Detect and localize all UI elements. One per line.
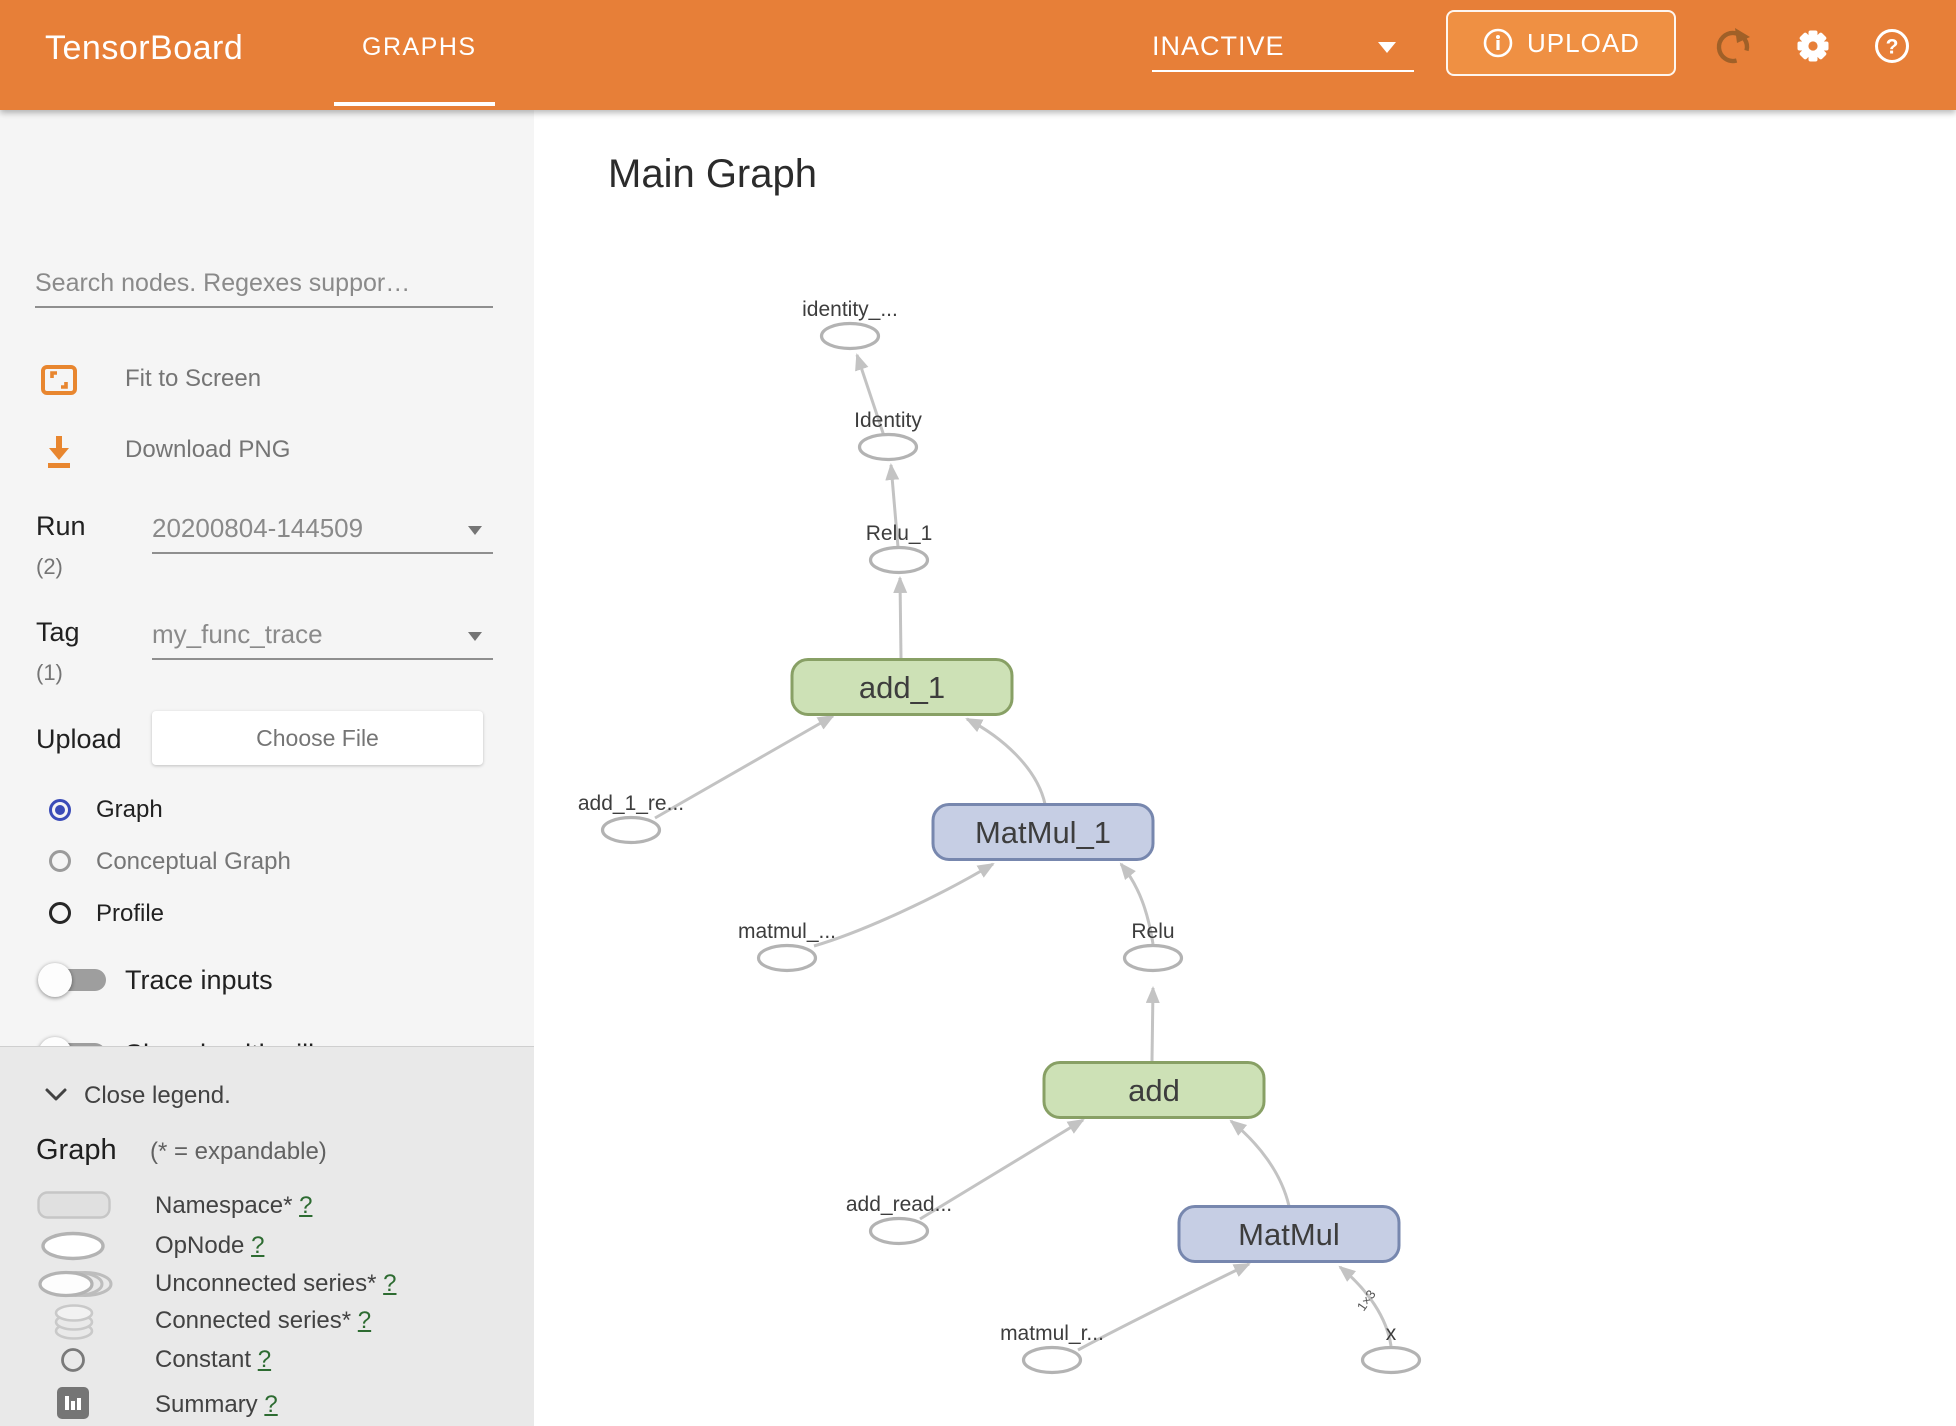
legend-item-label: Namespace* xyxy=(155,1192,293,1219)
node-label: MatMul xyxy=(1238,1217,1340,1252)
app-logo: TensorBoard xyxy=(45,29,244,67)
graph-node-x[interactable]: x xyxy=(1360,1322,1422,1375)
graph-node-identity_out[interactable]: identity_... xyxy=(802,298,898,351)
node-label: matmul_... xyxy=(738,920,836,943)
info-icon xyxy=(1483,28,1513,58)
legend-item-label: OpNode xyxy=(155,1232,245,1259)
chevron-down-icon[interactable] xyxy=(468,526,482,535)
legend-item-label: Connected series* xyxy=(155,1307,352,1334)
tab-graphs[interactable]: GRAPHS xyxy=(362,33,477,61)
page-title: Main Graph xyxy=(608,152,817,196)
legend-item-constant: Constant ? xyxy=(155,1346,271,1374)
upload-label: Upload xyxy=(36,724,122,754)
node-label: add xyxy=(1128,1073,1180,1108)
legend-item-summary: Summary ? xyxy=(155,1391,278,1419)
svg-text:?: ? xyxy=(1886,36,1899,59)
help-link[interactable]: ? xyxy=(264,1391,278,1418)
node-label: add_1_re... xyxy=(578,792,684,815)
node-label: identity_... xyxy=(802,298,898,321)
fit-to-screen-button[interactable]: Fit to Screen xyxy=(125,365,262,392)
run-select-underline xyxy=(152,552,493,554)
node-label: Relu_1 xyxy=(866,522,933,545)
status-dropdown-value: INACTIVE xyxy=(1152,31,1285,61)
legend-item-unconnected-series: Unconnected series* ? xyxy=(155,1270,397,1298)
legend-title: Graph xyxy=(36,1134,117,1166)
graph-node-add_read[interactable]: add_read... xyxy=(846,1193,952,1246)
trace-inputs-label: Trace inputs xyxy=(125,965,273,995)
download-icon[interactable] xyxy=(40,430,78,470)
help-link[interactable]: ? xyxy=(383,1270,397,1297)
graph-node-matmul_in[interactable]: matmul_... xyxy=(738,920,836,973)
chevron-down-icon[interactable] xyxy=(468,632,482,641)
upload-button-label: UPLOAD xyxy=(1527,27,1640,58)
toggle-knob xyxy=(38,963,72,997)
graph-node-Identity[interactable]: Identity xyxy=(854,409,922,462)
help-link[interactable]: ? xyxy=(251,1232,265,1259)
legend-subtitle: (* = expandable) xyxy=(150,1138,327,1165)
graph-node-add_1[interactable]: add_1 xyxy=(790,658,1014,716)
choose-file-button[interactable]: Choose File xyxy=(152,711,483,765)
node-label: x xyxy=(1386,1322,1397,1345)
node-label: Relu xyxy=(1131,920,1174,943)
help-link[interactable]: ? xyxy=(257,1346,272,1373)
app-header: TensorBoard GRAPHS INACTIVE UPLOAD ? xyxy=(0,0,1956,110)
close-legend-button[interactable]: Close legend. xyxy=(84,1082,231,1109)
help-link[interactable]: ? xyxy=(299,1192,313,1219)
radio-graph-label[interactable]: Graph xyxy=(96,796,163,823)
status-dropdown-underline xyxy=(1152,70,1414,72)
radio-graph[interactable] xyxy=(49,799,71,821)
tag-select-underline xyxy=(152,658,493,660)
graph-node-Relu[interactable]: Relu xyxy=(1122,920,1184,973)
download-png-button[interactable]: Download PNG xyxy=(125,436,291,463)
legend-item-namespace: Namespace* ? xyxy=(155,1192,312,1220)
legend-item-opnode: OpNode ? xyxy=(155,1232,264,1260)
tag-count: (1) xyxy=(36,660,63,685)
graph-node-MatMul[interactable]: MatMul xyxy=(1177,1205,1401,1263)
upload-button[interactable]: UPLOAD xyxy=(1446,10,1676,76)
fit-to-screen-icon[interactable] xyxy=(40,361,78,399)
trace-inputs-toggle[interactable] xyxy=(38,962,112,998)
legend-item-label: Unconnected series* xyxy=(155,1270,377,1297)
radio-conceptual-graph-label[interactable]: Conceptual Graph xyxy=(96,848,291,875)
tab-graphs-underline xyxy=(334,102,495,106)
legend-item-label: Constant xyxy=(155,1346,252,1373)
legend-item-label: Summary xyxy=(155,1391,258,1418)
node-label: Identity xyxy=(854,409,922,432)
graph-node-MatMul_1[interactable]: MatMul_1 xyxy=(931,803,1155,861)
tag-label: Tag xyxy=(36,617,80,647)
connected-series-swatch-icon xyxy=(54,1304,94,1340)
node-label: add_read... xyxy=(846,1193,952,1216)
radio-conceptual-graph[interactable] xyxy=(49,850,71,872)
graph-node-matmul_r[interactable]: matmul_r... xyxy=(1000,1322,1104,1375)
graph-node-add_1_re[interactable]: add_1_re... xyxy=(578,792,684,845)
sidebar: Fit to Screen Download PNG Run (2) 20200… xyxy=(0,110,534,1141)
graph-node-add[interactable]: add xyxy=(1042,1061,1266,1119)
run-count: (2) xyxy=(36,554,63,579)
namespace-swatch-icon xyxy=(37,1191,111,1219)
tag-select[interactable]: my_func_trace xyxy=(152,619,323,649)
gear-icon[interactable] xyxy=(1794,27,1832,65)
radio-profile-label[interactable]: Profile xyxy=(96,900,165,927)
summary-swatch-icon xyxy=(57,1387,89,1419)
node-label: matmul_r... xyxy=(1000,1322,1104,1345)
node-label: MatMul_1 xyxy=(975,815,1111,850)
opnode-swatch-icon xyxy=(41,1231,105,1261)
help-icon[interactable]: ? xyxy=(1873,27,1911,65)
graph-node-Relu_1[interactable]: Relu_1 xyxy=(866,522,933,575)
legend-panel: Close legend. Graph (* = expandable) Nam… xyxy=(0,1046,534,1426)
run-select[interactable]: 20200804-144509 xyxy=(152,513,364,543)
unconnected-series-swatch-icon xyxy=(38,1270,113,1298)
run-label: Run xyxy=(36,511,86,541)
refresh-icon[interactable] xyxy=(1713,27,1753,67)
constant-swatch-icon xyxy=(61,1348,85,1372)
node-label: add_1 xyxy=(859,670,945,705)
chevron-down-icon xyxy=(1378,42,1396,53)
radio-profile[interactable] xyxy=(49,902,71,924)
legend-item-connected-series: Connected series* ? xyxy=(155,1307,371,1335)
help-link[interactable]: ? xyxy=(357,1307,372,1334)
chevron-down-icon[interactable] xyxy=(44,1087,68,1103)
search-input[interactable] xyxy=(35,260,493,308)
status-dropdown[interactable]: INACTIVE xyxy=(1152,31,1414,77)
